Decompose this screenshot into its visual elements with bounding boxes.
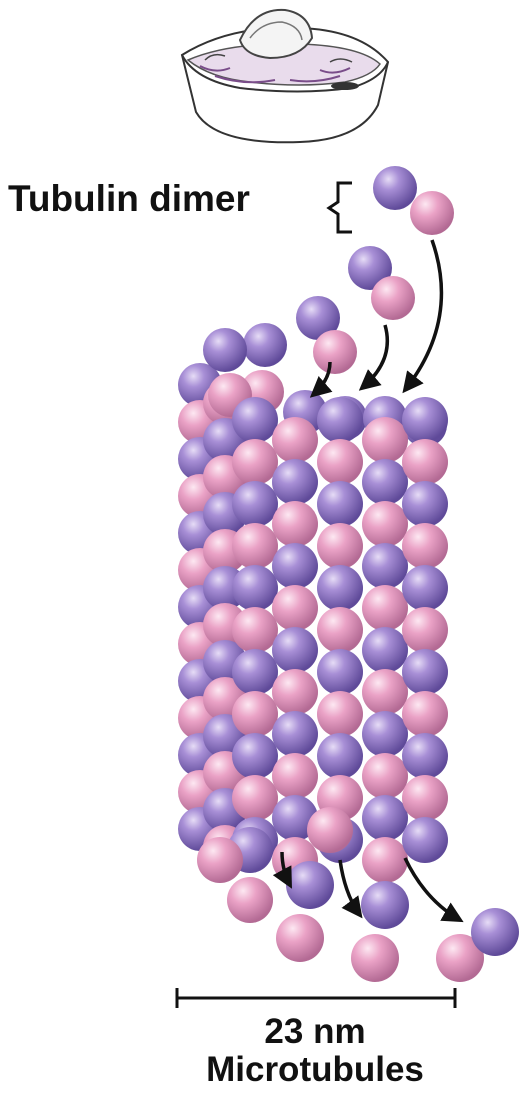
beta-tubulin [402, 691, 448, 737]
alpha-tubulin [203, 328, 247, 372]
alpha-tubulin [286, 861, 334, 909]
beta-tubulin [351, 934, 399, 982]
beta-tubulin [232, 523, 278, 569]
alpha-tubulin [402, 481, 448, 527]
beta-tubulin [317, 523, 363, 569]
beta-tubulin [362, 501, 408, 547]
beta-tubulin [362, 837, 408, 883]
beta-tubulin [313, 330, 357, 374]
alpha-tubulin [243, 323, 287, 367]
alpha-tubulin [362, 627, 408, 673]
alpha-tubulin [402, 733, 448, 779]
beta-tubulin [362, 585, 408, 631]
beta-tubulin [232, 607, 278, 653]
beta-tubulin [272, 585, 318, 631]
alpha-tubulin [232, 565, 278, 611]
beta-tubulin [272, 501, 318, 547]
beta-tubulin [272, 417, 318, 463]
alpha-tubulin [362, 459, 408, 505]
tubulin-lattice [178, 166, 519, 982]
beta-tubulin [362, 669, 408, 715]
scale-bar [177, 988, 455, 1008]
alpha-tubulin [402, 565, 448, 611]
beta-tubulin [227, 877, 273, 923]
alpha-tubulin [402, 817, 448, 863]
alpha-tubulin [317, 733, 363, 779]
alpha-tubulin [402, 649, 448, 695]
alpha-tubulin [317, 649, 363, 695]
dimer-bracket [329, 183, 352, 232]
alpha-tubulin [232, 649, 278, 695]
beta-tubulin [232, 775, 278, 821]
beta-tubulin [317, 439, 363, 485]
beta-tubulin [232, 691, 278, 737]
beta-tubulin [402, 775, 448, 821]
alpha-tubulin [272, 459, 318, 505]
beta-tubulin [362, 417, 408, 463]
alpha-tubulin [362, 795, 408, 841]
alpha-tubulin [232, 481, 278, 527]
diagram-title: Microtubules [0, 1050, 525, 1090]
beta-tubulin [197, 837, 243, 883]
beta-tubulin [272, 753, 318, 799]
alpha-tubulin [317, 481, 363, 527]
beta-tubulin [371, 276, 415, 320]
beta-tubulin [307, 807, 353, 853]
beta-tubulin [317, 691, 363, 737]
beta-tubulin [272, 669, 318, 715]
tubulin-dimer-label: Tubulin dimer [8, 178, 250, 220]
alpha-tubulin [402, 397, 448, 443]
alpha-tubulin [232, 733, 278, 779]
alpha-tubulin [317, 397, 363, 443]
alpha-tubulin [373, 166, 417, 210]
alpha-tubulin [317, 565, 363, 611]
alpha-tubulin [362, 711, 408, 757]
alpha-tubulin [272, 711, 318, 757]
beta-tubulin [232, 439, 278, 485]
alpha-tubulin [272, 627, 318, 673]
beta-tubulin [317, 607, 363, 653]
beta-tubulin [410, 191, 454, 235]
alpha-tubulin [232, 397, 278, 443]
alpha-tubulin [471, 908, 519, 956]
beta-tubulin [402, 523, 448, 569]
cell-sketch-icon [182, 10, 388, 142]
scale-label: 23 nm [0, 1012, 525, 1052]
beta-tubulin [402, 607, 448, 653]
beta-tubulin [402, 439, 448, 485]
alpha-tubulin [362, 543, 408, 589]
alpha-tubulin [272, 543, 318, 589]
beta-tubulin [362, 753, 408, 799]
alpha-tubulin [361, 881, 409, 929]
beta-tubulin [276, 914, 324, 962]
